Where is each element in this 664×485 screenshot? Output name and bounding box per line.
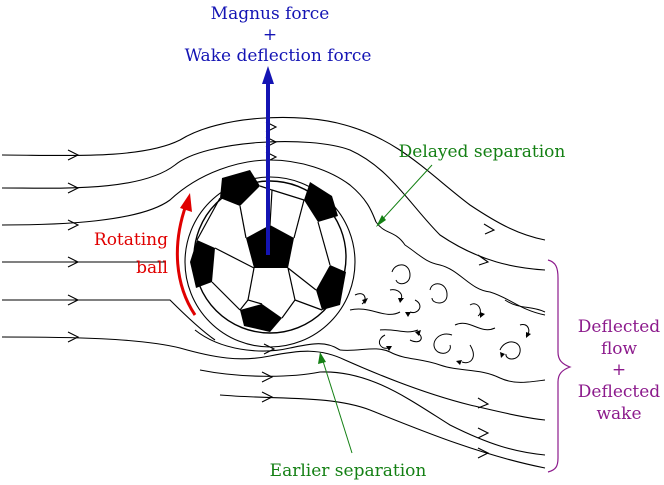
flow-arrow	[67, 182, 80, 194]
wake-vortex	[391, 264, 411, 285]
flow-arrow	[477, 427, 490, 439]
wake-arrow	[456, 360, 462, 365]
wake-arrow	[398, 298, 404, 303]
deflected-label-line3: Deflected	[578, 382, 661, 402]
wake-line	[504, 299, 546, 313]
wake-arrow	[500, 352, 505, 358]
wake-arrow	[526, 332, 531, 338]
streamline-8	[194, 329, 341, 352]
ball-patch	[220, 170, 260, 206]
force-arrow	[262, 66, 274, 255]
earlier-separation-pointer	[321, 357, 353, 454]
flow-arrow	[67, 219, 80, 231]
wake-vortex	[499, 341, 521, 360]
wake-line	[349, 308, 401, 315]
deflected-label-plus: +	[612, 360, 626, 380]
streamline-3	[1, 159, 377, 226]
streamline-5	[1, 299, 216, 341]
wake-vortex	[429, 283, 448, 304]
wake-line	[375, 221, 546, 316]
wake-swirl	[409, 332, 422, 343]
flow-arrow	[67, 294, 80, 306]
wake-arrow	[415, 330, 421, 336]
wake-arrowheads	[362, 298, 531, 365]
wake-arrow	[405, 312, 411, 317]
turbulent-wake	[339, 221, 546, 383]
rotating-label-line2: ball	[136, 258, 168, 278]
flow-arrow	[67, 149, 80, 161]
wake-arrow	[386, 346, 392, 351]
deflected-brace	[547, 259, 572, 473]
flow-arrow	[477, 254, 490, 266]
wake-arrow	[362, 298, 368, 304]
flow-arrow	[263, 343, 276, 355]
streamline-9	[219, 394, 546, 469]
delayed-separation-pointer	[379, 164, 433, 223]
wake-vortex	[409, 299, 421, 314]
wake-arrow	[480, 312, 485, 318]
flow-arrowheads	[67, 121, 496, 459]
rotation-arrow	[175, 193, 197, 316]
wake-line	[339, 348, 546, 383]
ball-patch	[190, 240, 215, 288]
streamline-6	[1, 336, 546, 421]
wake-line	[454, 322, 496, 331]
force-label-plus: +	[263, 25, 277, 45]
streamline-1	[1, 116, 546, 241]
wake-swirl	[469, 303, 481, 317]
separation-pointers	[318, 164, 433, 454]
streamlines	[1, 116, 546, 469]
streamline-7	[199, 369, 546, 456]
delayed-separation-label: Delayed separation	[399, 142, 566, 162]
wake-vortex	[461, 344, 474, 364]
flow-arrow	[67, 331, 80, 343]
flow-arrow	[261, 391, 274, 403]
earlier-separation-label: Earlier separation	[270, 461, 427, 481]
streamline-2	[1, 141, 546, 271]
rotating-label-line1: Rotating	[94, 230, 168, 250]
flow-arrow	[261, 371, 274, 383]
wake-swirl	[378, 334, 389, 349]
wake-line	[379, 329, 419, 333]
flow-arrow	[67, 256, 80, 268]
deflected-label-line1: Deflected	[578, 317, 661, 337]
force-label-line1: Magnus force	[211, 4, 330, 24]
deflected-label-line2: flow	[601, 339, 638, 359]
flow-arrow	[477, 397, 490, 409]
wake-vortex	[433, 333, 453, 354]
wake-swirl	[354, 293, 366, 305]
ball-patch	[240, 304, 282, 332]
force-label-line2: Wake deflection force	[185, 46, 372, 66]
flow-arrow	[477, 447, 490, 459]
ball-patch	[316, 265, 346, 310]
ball-patch	[304, 182, 338, 222]
flow-arrow	[483, 223, 496, 235]
deflected-label-line4: wake	[596, 404, 641, 424]
